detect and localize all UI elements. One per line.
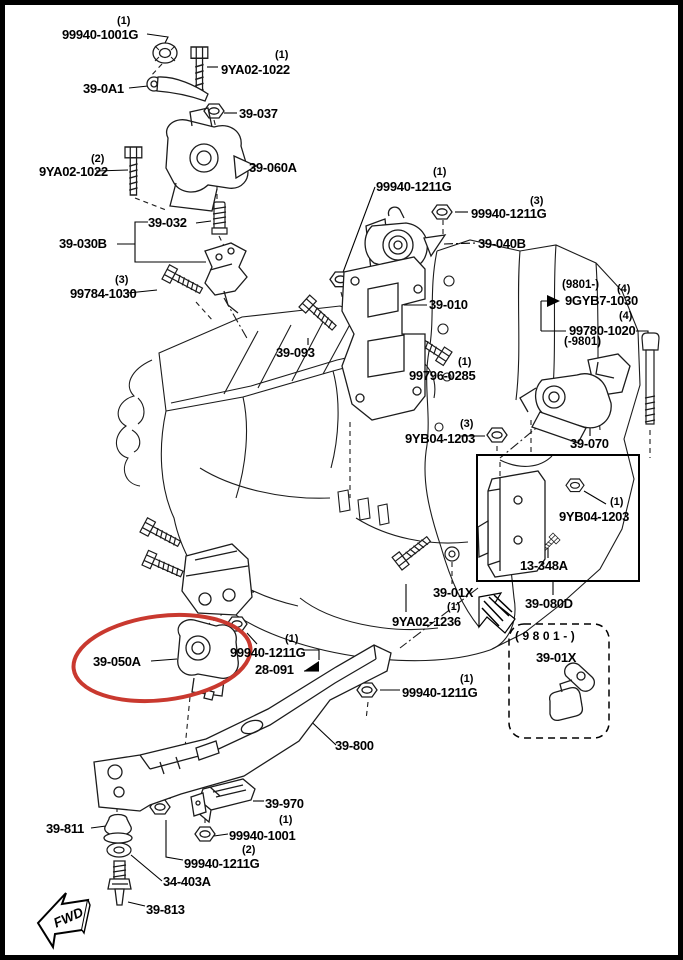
- mount-39-070: [519, 353, 631, 444]
- part-number-39-01X-a: 39-01X: [433, 585, 474, 600]
- bolt-icon-9YA09-1210: [141, 549, 186, 582]
- part-number-34-403A: 34-403A: [163, 874, 211, 889]
- damper-39-970: [190, 778, 256, 824]
- nut-icon-9YB04-1203-3: [486, 427, 508, 443]
- part-number-39-811: 39-811: [46, 821, 84, 836]
- part-number-39-800: 39-800: [335, 738, 374, 753]
- date-note-39-01X: (9801-): [515, 629, 579, 643]
- part-number-99940-1001G: 99940-1001G: [62, 27, 139, 42]
- washer-icon: [152, 42, 178, 64]
- sensor-39-01X: [548, 662, 596, 722]
- part-number-13-348A: 13-348A: [520, 558, 568, 573]
- dashed-box-39-01X-9801: [508, 623, 610, 739]
- part-number-99780-1020: 99780-1020: [569, 323, 636, 338]
- part-number-99940-1211G-d: 99940-1211G: [402, 685, 478, 700]
- part-number-39-050A: 39-050A: [93, 654, 141, 669]
- hardware-icons: [106, 42, 660, 858]
- highlight-circle-39-050A: [71, 612, 253, 704]
- pointer-right-icon: [547, 295, 560, 307]
- part-number-99940-1211G-a: 99940-1211G: [376, 179, 452, 194]
- part-number-39-0A1: 39-0A1: [83, 81, 124, 96]
- qty-9YA02-1022-b: (2): [91, 153, 105, 165]
- part-number-39-01X-b: 39-01X: [536, 650, 577, 665]
- part-number-99940-1211G-c: 99940-1211G: [230, 645, 306, 660]
- date-note-99780-1020: (-9801): [564, 336, 602, 348]
- part-number-39-010: 39-010: [429, 297, 468, 312]
- grommet-icon-39-01X: [444, 546, 460, 562]
- qty-9YB04-1203-a: (3): [460, 418, 474, 430]
- qty-99784-1030: (3): [115, 274, 129, 286]
- bracket-13-348A: [477, 470, 546, 578]
- crossmember-39-800: [93, 644, 392, 812]
- part-number-9YB04-1203-b: 9YB04-1203: [559, 509, 629, 524]
- part-number-39-030B: 39-030B: [59, 236, 107, 251]
- qty-99796-0285: (1): [458, 356, 472, 368]
- qty-99940-1211G-e: (2): [242, 844, 256, 856]
- bracket-39-010: [341, 256, 426, 421]
- hatched-arrow-icon: [478, 592, 516, 634]
- nut-icon-9YB04-1203-1: [565, 478, 585, 493]
- qty-99940-1211G-d: (1): [460, 673, 474, 685]
- nut-icon-99940-1001: [194, 826, 216, 842]
- part-number-39-093: 39-093: [276, 345, 315, 360]
- part-number-39-813: 39-813: [146, 902, 185, 917]
- qty-9YA02-1022-a: (1): [275, 49, 289, 61]
- part-number-28-091: 28-091: [255, 662, 294, 677]
- part-number-39-032: 39-032: [148, 215, 187, 230]
- part-number-39-040B: 39-040B: [478, 236, 526, 251]
- part-number-99940-1001: 99940-1001: [229, 828, 296, 843]
- assembly-box-39-080D: [476, 454, 640, 582]
- stud-icon-39-032: [211, 201, 228, 235]
- bracket-39-030B: [204, 242, 248, 314]
- part-number-9YA02-1022-a: 9YA02-1022: [221, 62, 290, 77]
- part-number-9YA02-1022-b: 9YA02-1022: [39, 164, 108, 179]
- qty-99940-1211G-a: (1): [433, 166, 447, 178]
- part-number-39-080D: 39-080D: [525, 596, 573, 611]
- qty-9YA02-1236: (1): [447, 601, 461, 613]
- part-number-39-037: 39-037: [239, 106, 278, 121]
- part-number-39-070: 39-070: [570, 436, 609, 451]
- qty-99940-1211G-b: (3): [530, 195, 544, 207]
- part-drawings: [93, 76, 631, 906]
- part-number-9YA02-1236: 9YA02-1236: [392, 614, 461, 629]
- qty-99940-1001G: (1): [117, 15, 131, 27]
- mount-39-060A: [165, 107, 258, 212]
- bolt-icon-99780-1020: [641, 332, 660, 425]
- bolt-icon-9YA02-1022-2: [124, 146, 143, 196]
- bolt-icon-9YA02-1236: [391, 532, 435, 571]
- part-number-9GYB7-1030: 9GYB7-1030: [565, 293, 638, 308]
- part-number-99796-0285: 99796-0285: [409, 368, 476, 383]
- nut-icon-99940-1211G-b: [431, 204, 453, 220]
- qty-9YB04-1203-b: (1): [610, 496, 624, 508]
- bracket-39-0A1: [146, 76, 209, 102]
- mount-39-050A: [177, 619, 239, 701]
- dashdot-leaders: [443, 242, 478, 245]
- corner-arrow-icon-28-091: [304, 661, 319, 671]
- leader-lines: [90, 33, 649, 907]
- washer-icon-34-403A: [106, 842, 132, 858]
- part-number-99784-1030: 99784-1030: [70, 286, 137, 301]
- qty-99780-1020: (4): [619, 310, 633, 322]
- bolt-icon-99784-1030: [161, 264, 206, 299]
- fwd-arrow-icon: [36, 892, 91, 950]
- bolt-icon-99796-1020: [139, 517, 184, 552]
- date-note-9GYB7-1030: (9801-): [562, 279, 600, 291]
- qty-99940-1001: (1): [279, 814, 293, 826]
- qty-99940-1211G-c: (1): [285, 633, 299, 645]
- part-number-39-060A: 39-060A: [249, 160, 297, 175]
- bolt-39-813: [107, 860, 132, 906]
- part-number-39-970: 39-970: [265, 796, 304, 811]
- part-number-99940-1211G-e: 99940-1211G: [184, 856, 260, 871]
- qty-9GYB7-1030: (4): [617, 283, 631, 295]
- part-number-99940-1211G-b: 99940-1211G: [471, 206, 547, 221]
- part-number-9YB04-1203-a: 9YB04-1203: [405, 431, 475, 446]
- bracket-39-021: [181, 543, 253, 616]
- nut-icon-39-037: [203, 103, 225, 119]
- mount-39-811: [103, 813, 133, 844]
